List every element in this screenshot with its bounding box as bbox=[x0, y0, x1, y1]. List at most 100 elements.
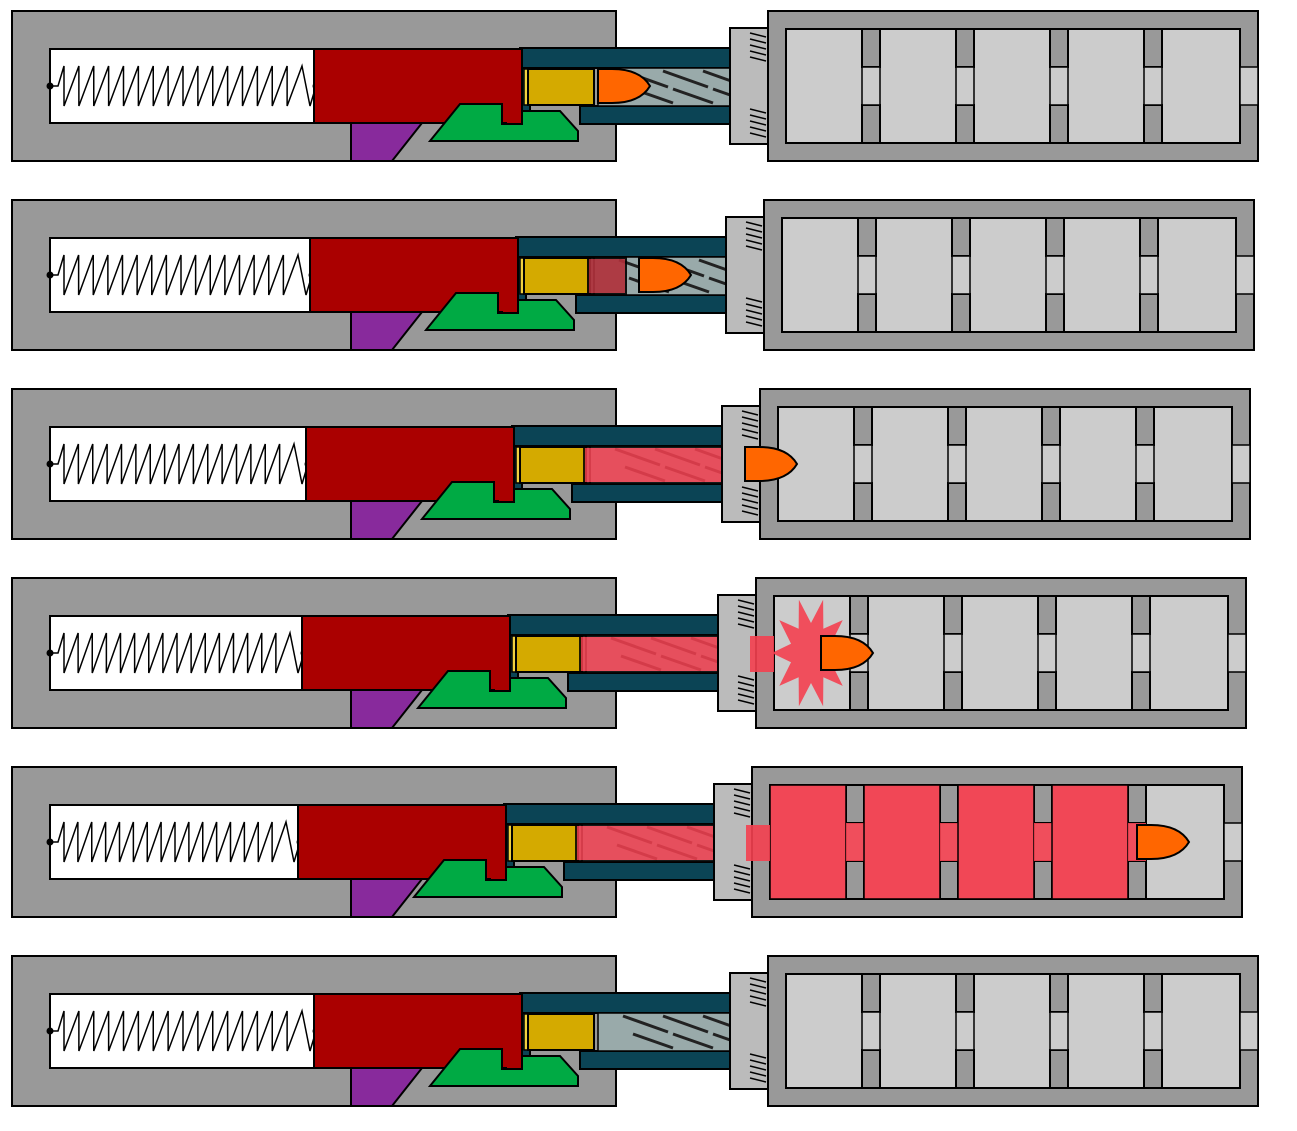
bullet bbox=[597, 68, 652, 104]
baffle-bottom bbox=[1131, 671, 1151, 711]
thread bbox=[733, 812, 751, 818]
thread bbox=[749, 114, 767, 120]
sear bbox=[415, 670, 567, 709]
baffle-bore bbox=[1041, 444, 1061, 484]
sear bbox=[427, 1048, 579, 1087]
thread bbox=[737, 693, 755, 699]
baffle-bore bbox=[853, 444, 873, 484]
spring-chamber bbox=[49, 237, 317, 313]
frame-ignition bbox=[11, 199, 1255, 351]
baffle-bore bbox=[955, 1011, 975, 1051]
baffle-bottom bbox=[1139, 293, 1159, 333]
gas-chamber bbox=[1051, 784, 1129, 900]
sear bbox=[423, 292, 575, 331]
thread bbox=[733, 800, 751, 806]
baffle-bottom bbox=[1049, 104, 1069, 144]
thread bbox=[749, 1059, 767, 1065]
frame-reset-empty bbox=[11, 955, 1259, 1107]
baffle-top bbox=[943, 595, 963, 635]
baffle-bottom bbox=[1143, 1049, 1163, 1089]
thread bbox=[733, 794, 751, 800]
spring-end-left bbox=[46, 838, 54, 846]
baffle-bottom bbox=[853, 482, 873, 522]
thread bbox=[737, 623, 755, 629]
thread bbox=[737, 687, 755, 693]
thread bbox=[749, 50, 767, 56]
frame-baffle-transit bbox=[11, 766, 1243, 918]
thread bbox=[745, 245, 763, 251]
baffle-bore bbox=[1143, 1011, 1163, 1051]
baffle-top bbox=[861, 973, 881, 1013]
baffle-bore bbox=[861, 1011, 881, 1051]
gas-throat bbox=[746, 825, 770, 861]
frame-muzzle-exit bbox=[11, 577, 1247, 729]
baffle-top bbox=[861, 28, 881, 68]
thread bbox=[733, 882, 751, 888]
spring-chamber bbox=[49, 426, 313, 502]
baffle-bore bbox=[1049, 66, 1069, 106]
end-cap-bore bbox=[1223, 822, 1243, 862]
baffle-top bbox=[1033, 784, 1053, 824]
baffle-top bbox=[1143, 28, 1163, 68]
thread bbox=[741, 434, 759, 440]
thread bbox=[741, 416, 759, 422]
gas-throat bbox=[750, 636, 774, 672]
thread bbox=[733, 888, 751, 894]
frame-bore-travel bbox=[11, 388, 1251, 540]
thread bbox=[737, 699, 755, 705]
baffle-top bbox=[1049, 973, 1069, 1013]
rifling-groove bbox=[672, 87, 714, 105]
end-cap-bore bbox=[1231, 444, 1251, 484]
baffle-top bbox=[947, 406, 967, 446]
sear bbox=[419, 481, 571, 520]
rifling-groove bbox=[662, 1014, 709, 1034]
thread bbox=[745, 321, 763, 327]
rifling-groove bbox=[672, 1032, 714, 1050]
thread bbox=[737, 611, 755, 617]
baffle-bottom bbox=[849, 671, 869, 711]
thread bbox=[733, 788, 751, 794]
spring-end-left bbox=[46, 271, 54, 279]
baffle-top bbox=[955, 973, 975, 1013]
end-cap-bore bbox=[1239, 66, 1259, 106]
suppressor-nut bbox=[725, 216, 765, 334]
recoil-spring bbox=[50, 441, 309, 485]
thread bbox=[745, 309, 763, 315]
spring-end-left bbox=[46, 1027, 54, 1035]
thread bbox=[749, 1065, 767, 1071]
baffle-bore bbox=[861, 66, 881, 106]
baffle-top bbox=[1037, 595, 1057, 635]
thread bbox=[749, 989, 767, 995]
thread bbox=[749, 32, 767, 38]
cartridge-case bbox=[519, 446, 587, 484]
baffle-bottom bbox=[857, 293, 877, 333]
thread bbox=[745, 297, 763, 303]
suppressor-expansion-chamber bbox=[785, 28, 1241, 144]
thread bbox=[741, 510, 759, 516]
gas-expanding bbox=[587, 257, 627, 295]
suppressor-nut bbox=[729, 972, 769, 1090]
thread bbox=[733, 806, 751, 812]
end-cap-bore bbox=[1227, 633, 1247, 673]
thread bbox=[733, 864, 751, 870]
baffle-top bbox=[853, 406, 873, 446]
baffle-bore bbox=[1131, 633, 1151, 673]
recoil-spring bbox=[50, 819, 301, 863]
thread bbox=[741, 498, 759, 504]
thread bbox=[737, 681, 755, 687]
baffle-bottom bbox=[955, 1049, 975, 1089]
baffle-top bbox=[1127, 784, 1147, 824]
end-cap-bore bbox=[1239, 1011, 1259, 1051]
muzzle-blast bbox=[771, 599, 851, 707]
bullet bbox=[744, 446, 799, 482]
baffle-top bbox=[1045, 217, 1065, 257]
thread bbox=[745, 303, 763, 309]
thread bbox=[737, 675, 755, 681]
sear bbox=[411, 859, 563, 898]
baffle-bore bbox=[943, 633, 963, 673]
recoil-spring bbox=[50, 1008, 317, 1052]
baffle-bore bbox=[1139, 255, 1159, 295]
baffle-top bbox=[1139, 217, 1159, 257]
gas-chamber bbox=[863, 784, 941, 900]
